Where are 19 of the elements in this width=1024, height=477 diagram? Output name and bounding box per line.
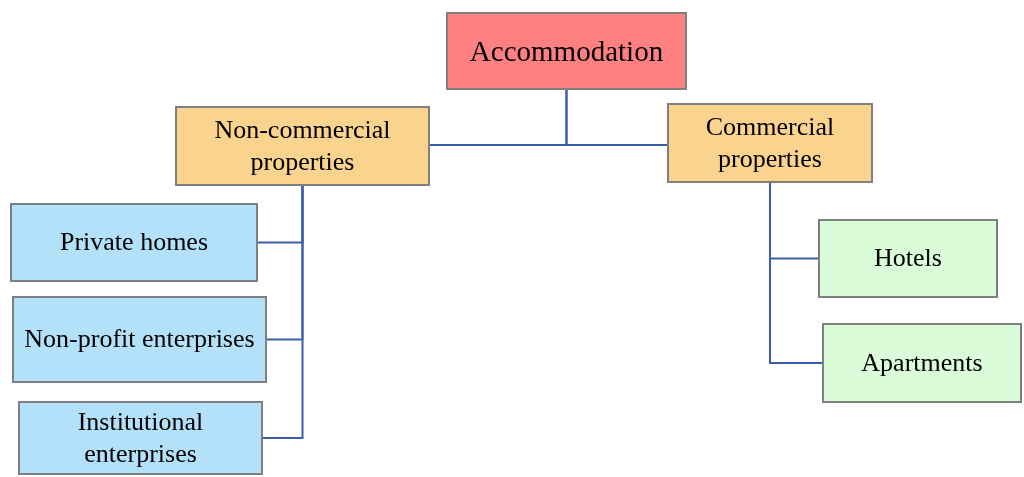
category-box: [175, 106, 430, 186]
category-label: Non-profit enterprises: [24, 323, 255, 356]
category-label: Apartments: [861, 346, 983, 379]
connector-line: [769, 182, 823, 364]
category-box: [10, 203, 258, 282]
connector-line: [262, 185, 304, 439]
category-box: [18, 401, 263, 475]
category-box: [822, 323, 1022, 403]
category-label: Private homes: [60, 226, 208, 259]
category-box: [12, 296, 267, 383]
category-label: Hotels: [874, 242, 942, 275]
category-label: Commercial properties: [704, 110, 836, 175]
connector-line: [565, 89, 668, 146]
category-label: Non-commercial properties: [213, 113, 392, 178]
category-box: [446, 12, 687, 90]
category-label: Accommodation: [469, 33, 664, 69]
category-box: [667, 103, 873, 183]
category-label: Institutional enterprises: [76, 405, 205, 470]
category-box: [818, 219, 998, 298]
